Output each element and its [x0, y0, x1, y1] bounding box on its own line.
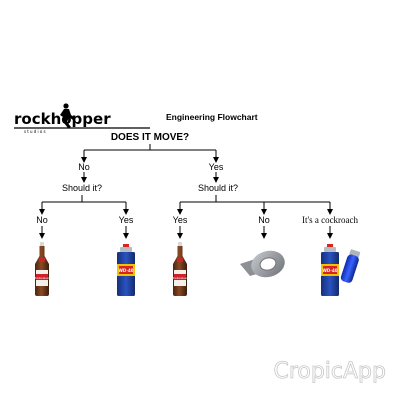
branch-no-label: No	[78, 162, 90, 172]
jumping-figure-icon	[60, 103, 75, 128]
flowchart-title: Engineering Flowchart	[166, 112, 258, 122]
flowchart-connectors	[39, 144, 333, 239]
bottle-label-text: Budweiser	[34, 276, 51, 280]
lighter-icon	[340, 249, 361, 283]
no-no-label: No	[36, 215, 48, 225]
watermark: CropicApp	[273, 359, 386, 384]
beer-bottle-icon: Budweiser	[34, 242, 51, 296]
no-branch-question: Should it?	[62, 183, 102, 193]
bottle-label-text: Budweiser	[172, 276, 189, 280]
cockroach-label: It's a cockroach	[302, 215, 359, 225]
rockhopper-logo: rockhopper studios	[14, 103, 150, 134]
wd40-can-icon: WD-40	[321, 244, 339, 296]
spray-label-text: WD-40	[118, 268, 133, 273]
duct-tape-icon	[240, 250, 285, 278]
spray-label-text: WD-40	[322, 268, 337, 273]
yes-branch-question: Should it?	[198, 183, 238, 193]
logo-subtext: studios	[24, 129, 47, 134]
yes-no-label: No	[258, 215, 270, 225]
branch-yes-label: Yes	[209, 162, 224, 172]
wd40-can-icon: WD-40	[117, 244, 135, 296]
root-question: DOES IT MOVE?	[111, 132, 189, 143]
no-yes-label: Yes	[119, 215, 134, 225]
logo-text: rockhopper	[14, 110, 111, 128]
yes-yes-label: Yes	[173, 215, 188, 225]
beer-bottle-icon: Budweiser	[172, 242, 189, 296]
